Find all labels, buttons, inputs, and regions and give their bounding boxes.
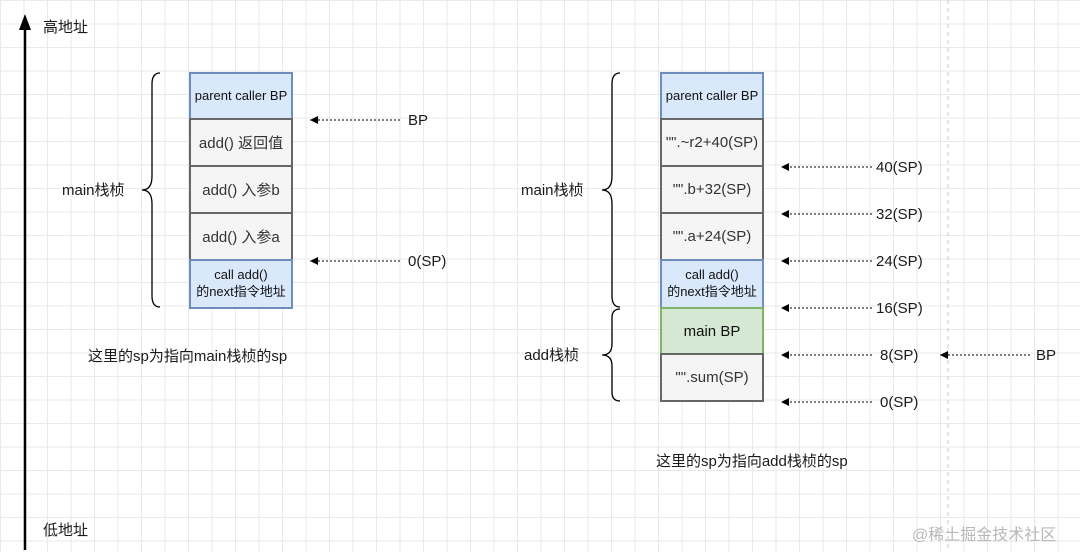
left-cell-return-address: call add() 的next指令地址 xyxy=(189,259,293,309)
right-cell-return-address: call add() 的next指令地址 xyxy=(660,259,764,309)
offset-label-40: 40(SP) xyxy=(876,159,923,176)
left-cell-arg-a: add() 入参a xyxy=(189,212,293,261)
right-cell-r2: "".~r2+40(SP) xyxy=(660,118,764,167)
right-main-frame-label: main栈桢 xyxy=(521,182,584,199)
left-bp-label: BP xyxy=(408,112,429,129)
left-caption: 这里的sp为指向main栈桢的sp xyxy=(88,348,288,365)
watermark: @稀土掘金技术社区 xyxy=(912,527,1057,544)
offset-label-0: 0(SP) xyxy=(880,394,919,411)
left-cell-return-value: add() 返回值 xyxy=(189,118,293,167)
left-cell-parent-bp: parent caller BP xyxy=(189,72,293,120)
right-add-frame-label: add栈桢 xyxy=(524,347,580,364)
offset-label-24: 24(SP) xyxy=(876,253,923,270)
low-address-label: 低地址 xyxy=(43,522,89,539)
right-add-brace xyxy=(601,308,621,402)
right-caption: 这里的sp为指向add栈桢的sp xyxy=(656,453,848,470)
left-sp-label: 0(SP) xyxy=(408,253,447,270)
right-cell-sum: "".sum(SP) xyxy=(660,353,764,402)
offset-label-16: 16(SP) xyxy=(876,300,923,317)
right-cell-b: "".b+32(SP) xyxy=(660,165,764,214)
right-cell-parent-bp: parent caller BP xyxy=(660,72,764,120)
right-cell-a: "".a+24(SP) xyxy=(660,212,764,261)
right-main-brace xyxy=(601,72,621,308)
left-main-brace xyxy=(141,72,161,308)
offset-label-8: 8(SP) xyxy=(880,347,919,364)
left-cell-arg-b: add() 入参b xyxy=(189,165,293,214)
high-address-label: 高地址 xyxy=(43,19,89,36)
offset-label-32: 32(SP) xyxy=(876,206,923,223)
address-axis-arrowhead xyxy=(19,14,31,30)
left-main-frame-label: main栈桢 xyxy=(62,182,125,199)
right-cell-main-bp: main BP xyxy=(660,307,764,355)
right-bp-label: BP xyxy=(1036,347,1057,364)
